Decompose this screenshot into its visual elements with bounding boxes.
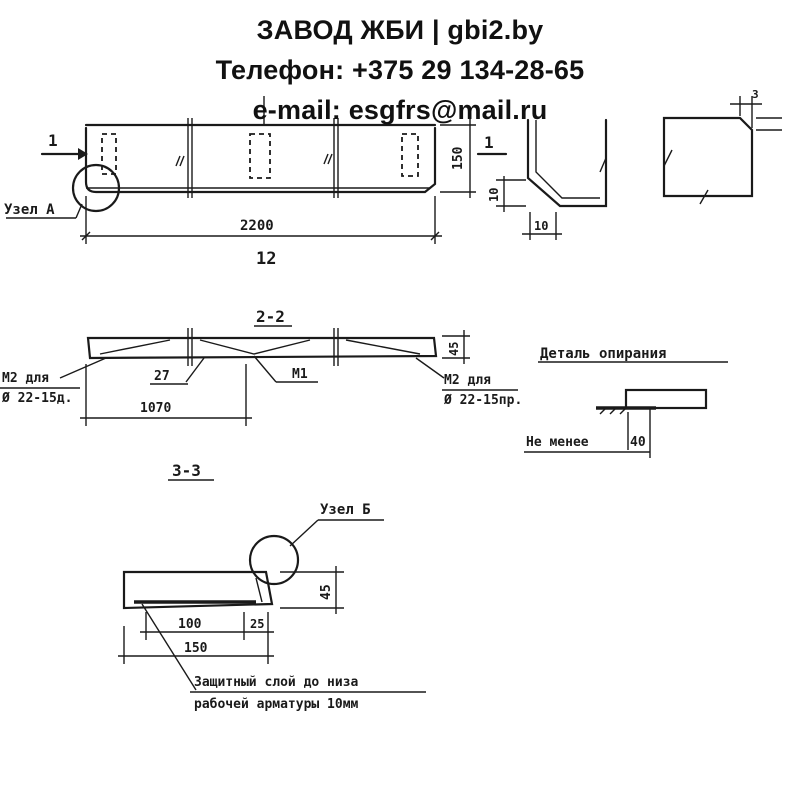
section-1-marker: 1 [476,133,508,156]
section-1-detail: 10 10 [487,118,608,240]
not-less-label: Не менее [526,435,589,450]
dim-1070-label: 1070 [140,401,171,416]
node-b-label: Узел Б [320,502,371,518]
support-detail: Деталь опирания Не менее 40 [524,346,728,458]
dim-3-label: 3 [752,88,759,101]
dim-12-bottom-label: 12 [256,249,276,269]
dim-150-label: 150 [451,146,466,170]
node-a-label: Узел А [4,202,55,218]
dim-2200: 2200 12 [80,196,442,269]
phone-line: Телефон: +375 29 134-28-65 [215,55,585,85]
dim-10-vertical-label: 10 [487,188,501,202]
section-22-title: 2-2 [256,307,285,326]
chamfer-detail: 3 [662,88,782,205]
section-2-2: 2-2 45 М2 для Ø 22-15д. 27 М1 М2 для Ø 2… [0,307,522,426]
section-marker-1-label: 1 [48,131,58,150]
plan-view [84,96,437,198]
dim-45-section22-label: 45 [447,342,461,356]
email-line: e-mail: esgfrs@mail.ru [252,95,548,125]
node-a-callout: Узел А [4,163,121,219]
header: ЗАВОД ЖБИ | gbi2.by Телефон: +375 29 134… [0,10,800,130]
m2-left-line2: Ø 22-15д. [1,391,72,406]
section-3-3: 3-3 Узел Б 45 100 25 150 Защитный слой д… [118,461,426,712]
dim-2200-label: 2200 [240,218,274,234]
protect-line1: Защитный слой до низа [194,675,359,690]
m2-right-line2: Ø 22-15пр. [443,393,522,408]
m1-label: М1 [292,367,308,382]
company-title: ЗАВОД ЖБИ | gbi2.by [256,15,544,45]
section-1-marker-label: 1 [484,133,494,152]
dim-45-section33-label: 45 [319,584,334,600]
dim-150-vertical: 150 [440,118,476,198]
m2-left-line1: М2 для [2,371,49,386]
section-33-title: 3-3 [172,461,201,480]
section-marker-1: 1 [40,131,88,160]
protect-line2: рабочей арматуры 10мм [194,697,359,712]
dim-25-label: 25 [250,617,264,631]
dim-10-horizontal-label: 10 [534,219,548,233]
support-detail-title: Деталь опирания [540,346,666,362]
dim-100-label: 100 [178,617,202,632]
m2-right-line1: М2 для [444,373,491,388]
dim-27-label: 27 [154,369,170,384]
dim-40-label: 40 [630,435,646,450]
dim-150-section33-label: 150 [184,641,208,656]
